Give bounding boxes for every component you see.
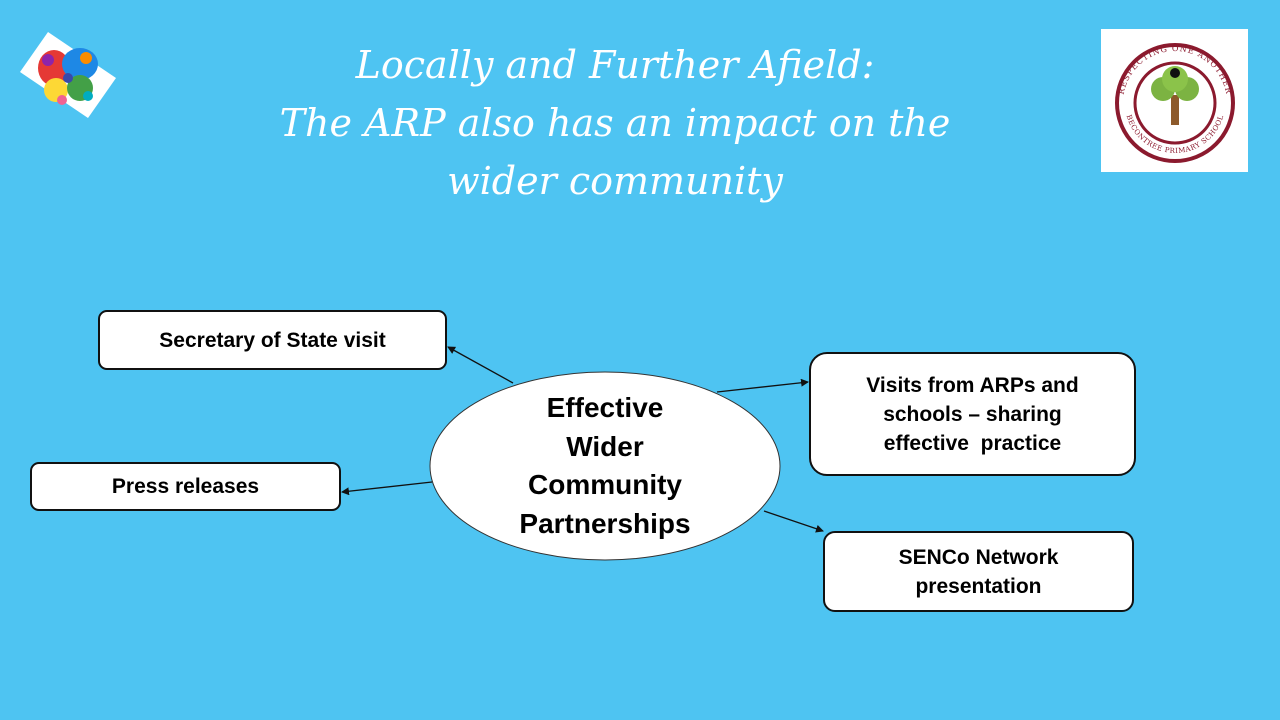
title-line-1: Locally and Further Afield: [355, 43, 875, 87]
node-senco-line-1: SENCo Network [898, 545, 1059, 569]
node-secretary-of-state-visit: Secretary of State visit [98, 310, 447, 370]
title-line-3: wider community [447, 159, 783, 203]
node-press-label: Press releases [111, 475, 260, 498]
node-visits-line-2: schools – sharing [883, 402, 1062, 426]
node-senco-network: SENCo Network presentation [823, 531, 1134, 612]
puzzle-butterfly-logo-icon [18, 30, 118, 120]
school-crest-tree-logo-icon: RESPECTING ONE ANOTHER BECONTREE PRIMARY… [1101, 29, 1248, 172]
title-line-2: The ARP also has an impact on the [279, 101, 951, 145]
node-secretary-label: Secretary of State visit [159, 328, 386, 352]
arrow-to-press-releases [341, 481, 433, 496]
node-visits-from-arps: Visits from ARPs and schools – sharing e… [809, 352, 1136, 476]
slide-title: Locally and Further Afield: The ARP also… [230, 36, 1000, 210]
arrow-to-senco [763, 510, 824, 533]
center-line-2: Wider [566, 430, 644, 462]
center-line-4: Partnerships [519, 507, 691, 539]
arrow-to-visits-arps [716, 378, 809, 393]
center-ellipse [429, 371, 781, 561]
node-visits-line-3: effective practice [883, 431, 1062, 455]
node-visits-line-1: Visits from ARPs and [866, 373, 1079, 397]
arrow-to-secretary-visit [447, 346, 514, 384]
center-line-3: Community [528, 469, 682, 500]
center-node-label: Effective Wider Community Partnerships [470, 389, 740, 543]
node-senco-line-2: presentation [915, 574, 1042, 598]
node-press-releases: Press releases [30, 462, 341, 511]
center-line-1: Effective [546, 392, 664, 423]
